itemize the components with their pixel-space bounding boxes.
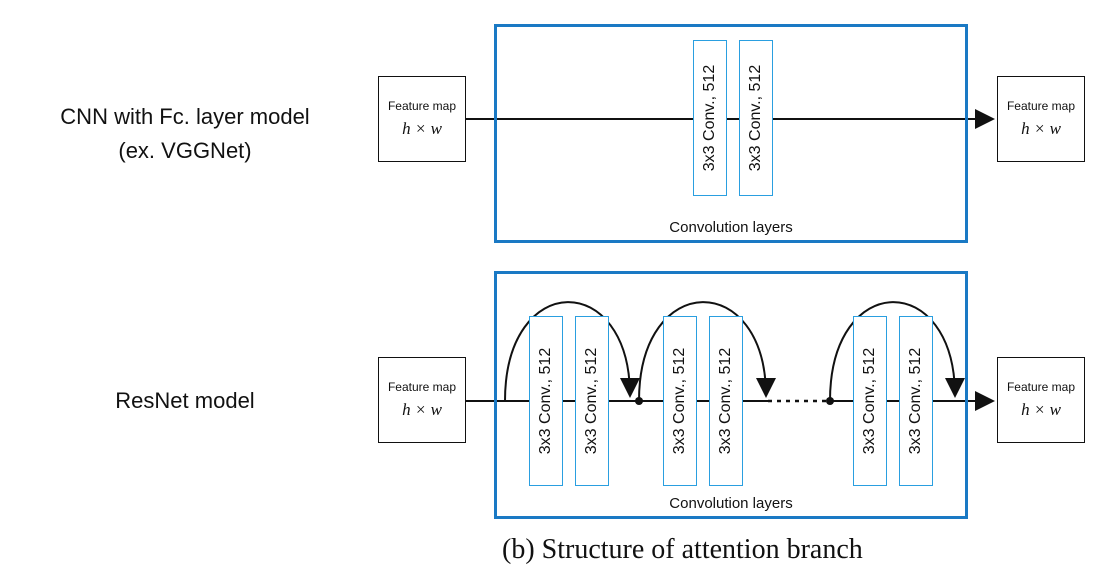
conv-block-label: 3x3 Conv., 512: [907, 347, 924, 455]
feature-map-dims: h × w: [1021, 119, 1061, 138]
row1-conv-block-2: 3x3 Conv., 512: [739, 40, 773, 196]
row1-conv-block-1: 3x3 Conv., 512: [693, 40, 727, 196]
row1-label-line1: CNN with Fc. layer model: [60, 104, 310, 129]
conv-block-label: 3x3 Conv., 512: [861, 347, 878, 455]
skip-arc-3: [829, 301, 965, 402]
conv-block-label: 3x3 Conv., 512: [701, 64, 718, 172]
row2-output-feature-map: Feature map h × w: [997, 357, 1085, 443]
row2-input-feature-map: Feature map h × w: [378, 357, 466, 443]
conv-block-label: 3x3 Conv., 512: [717, 347, 734, 455]
feature-map-dims: h × w: [402, 400, 442, 419]
row1-label-line2: (ex. VGGNet): [118, 138, 252, 163]
row1-output-feature-map: Feature map h × w: [997, 76, 1085, 162]
skip-arc-2: [638, 301, 776, 402]
feature-map-title: Feature map: [387, 380, 457, 394]
row2-conv-block-6: 3x3 Conv., 512: [899, 316, 933, 486]
row2-group-label: Convolution layers: [669, 495, 793, 512]
feature-map-dims: h × w: [1021, 400, 1061, 419]
row2-conv-block-2: 3x3 Conv., 512: [575, 316, 609, 486]
skip-arc-1: [504, 301, 640, 402]
feature-map-dims: h × w: [402, 119, 442, 138]
conv-block-label: 3x3 Conv., 512: [537, 347, 554, 455]
feature-map-title: Feature map: [1006, 380, 1076, 394]
row2-label-line1: ResNet model: [115, 388, 255, 413]
feature-map-title: Feature map: [1006, 99, 1076, 113]
row2-conv-block-4: 3x3 Conv., 512: [709, 316, 743, 486]
row1-group-label: Convolution layers: [669, 219, 793, 236]
row2-convolution-group: [494, 271, 968, 519]
row2-conv-block-5: 3x3 Conv., 512: [853, 316, 887, 486]
row2-conv-block-1: 3x3 Conv., 512: [529, 316, 563, 486]
conv-block-label: 3x3 Conv., 512: [583, 347, 600, 455]
figure-caption: (b) Structure of attention branch: [502, 534, 863, 565]
row2-label: ResNet model: [20, 384, 350, 418]
conv-block-label: 3x3 Conv., 512: [671, 347, 688, 455]
feature-map-title: Feature map: [387, 99, 457, 113]
row1-convolution-group: [494, 24, 968, 243]
row2-conv-block-3: 3x3 Conv., 512: [663, 316, 697, 486]
conv-block-label: 3x3 Conv., 512: [747, 64, 764, 172]
row1-input-feature-map: Feature map h × w: [378, 76, 466, 162]
row1-label: CNN with Fc. layer model (ex. VGGNet): [20, 100, 350, 168]
